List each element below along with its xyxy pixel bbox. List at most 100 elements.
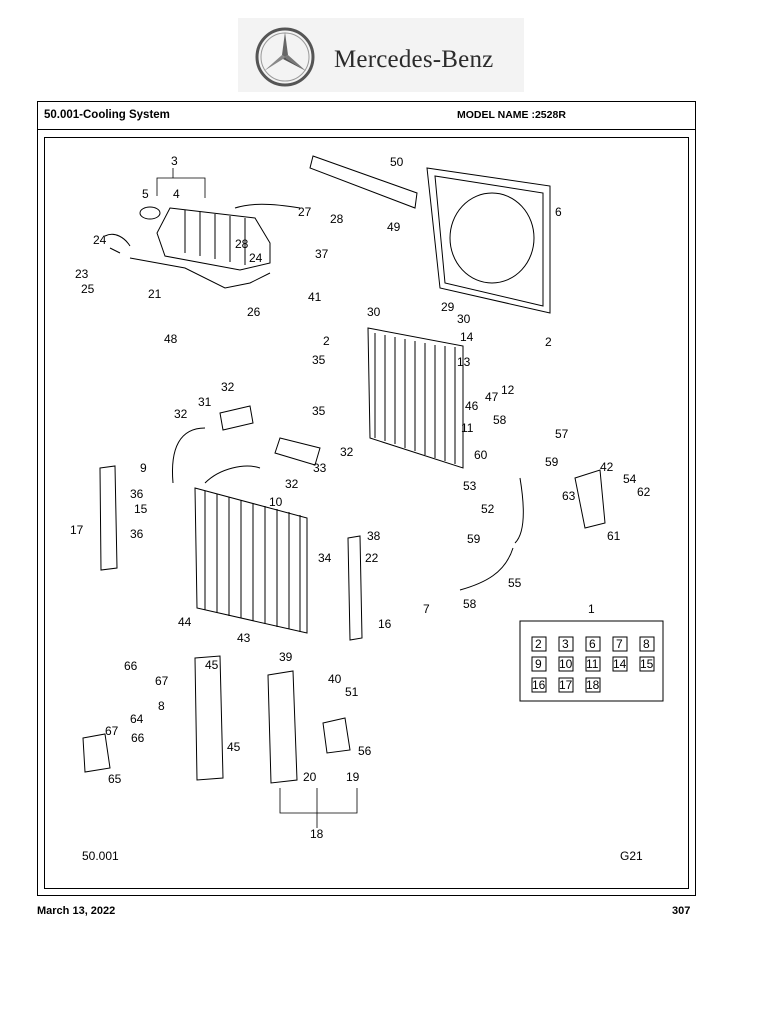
svg-text:15: 15 <box>640 657 654 671</box>
callout: 63 <box>562 489 576 503</box>
svg-text:3: 3 <box>562 637 569 651</box>
hose-33 <box>274 437 321 466</box>
callout: 67 <box>105 724 119 738</box>
callout: 24 <box>93 233 107 247</box>
callout: 60 <box>474 448 488 462</box>
hose-27 <box>234 203 301 209</box>
callout: 5 <box>142 187 149 201</box>
callout: 62 <box>637 485 651 499</box>
catalog-frame: 50.001-Cooling System MODEL NAME :2528R <box>37 101 696 896</box>
callout: 4 <box>173 187 180 201</box>
callout: 12 <box>501 383 515 397</box>
callout: 21 <box>148 287 162 301</box>
callout: 8 <box>158 699 165 713</box>
callout: 26 <box>247 305 261 319</box>
callout: 32 <box>174 407 188 421</box>
svg-text:11: 11 <box>586 657 599 671</box>
bracket-19 <box>322 717 351 754</box>
callout: 37 <box>315 247 329 261</box>
callout: 44 <box>178 615 192 629</box>
svg-text:9: 9 <box>535 657 542 671</box>
callout: 2 <box>323 334 330 348</box>
callout: 54 <box>623 472 637 486</box>
callout: 3 <box>171 154 178 168</box>
callout: 56 <box>358 744 372 758</box>
svg-text:8: 8 <box>643 637 650 651</box>
bracket-45-left <box>194 655 224 781</box>
callout: 9 <box>140 461 147 475</box>
callout: 1 <box>588 602 595 616</box>
bracket-50 <box>309 155 418 209</box>
callout: 67 <box>155 674 169 688</box>
callout: 35 <box>312 353 326 367</box>
radiator-core <box>367 327 464 469</box>
callout: 52 <box>481 502 495 516</box>
callout: 33 <box>313 461 327 475</box>
callout: 66 <box>124 659 138 673</box>
bracket-16 <box>347 535 363 641</box>
callout: 16 <box>378 617 392 631</box>
callout: 64 <box>130 712 144 726</box>
callout: 32 <box>221 380 235 394</box>
svg-text:7: 7 <box>616 637 623 651</box>
callout: 66 <box>131 731 145 745</box>
callout: 13 <box>457 355 471 369</box>
svg-text:14: 14 <box>613 657 627 671</box>
callout: 28 <box>330 212 344 226</box>
callout: 31 <box>198 395 212 409</box>
callout: 57 <box>555 427 569 441</box>
callout: 17 <box>70 523 84 537</box>
callout: 59 <box>467 532 481 546</box>
callout: 45 <box>205 658 219 672</box>
callout: 49 <box>387 220 401 234</box>
callout: 30 <box>367 305 381 319</box>
catalog-header: 50.001-Cooling System MODEL NAME :2528R <box>38 102 695 130</box>
callout: 10 <box>269 495 283 509</box>
callout: 11 <box>461 421 474 435</box>
callout: 47 <box>485 390 499 404</box>
callout: 45 <box>227 740 241 754</box>
figure-reference: 50.001 <box>82 849 119 863</box>
hose-55 <box>459 547 514 591</box>
hose-21 <box>129 257 271 289</box>
callout: 38 <box>367 529 381 543</box>
svg-text:10: 10 <box>559 657 573 671</box>
brand-wordmark: Mercedes-Benz <box>334 46 494 73</box>
bracket-42 <box>574 469 606 529</box>
callout: 28 <box>235 237 249 251</box>
footer-date: March 13, 2022 <box>37 905 116 917</box>
callout: 58 <box>493 413 507 427</box>
callout: 36 <box>130 487 144 501</box>
brand-logo: Mercedes-Benz <box>238 18 524 92</box>
callout: 27 <box>298 205 312 219</box>
callout: 24 <box>249 251 263 265</box>
svg-text:18: 18 <box>586 678 600 692</box>
kit-grid <box>519 620 664 702</box>
callout: 2 <box>545 335 552 349</box>
callout: 59 <box>545 455 559 469</box>
callout: 14 <box>460 330 474 344</box>
svg-text:16: 16 <box>532 678 546 692</box>
model-name: MODEL NAME :2528R <box>457 109 566 121</box>
callout: 51 <box>345 685 359 699</box>
callout: 39 <box>279 650 293 664</box>
callout: 18 <box>310 827 324 841</box>
callout: 55 <box>508 576 522 590</box>
pipe-9 <box>171 427 206 484</box>
callout: 7 <box>423 602 430 616</box>
fan-shroud <box>426 167 551 314</box>
callout: 34 <box>318 551 332 565</box>
callout: 23 <box>75 267 89 281</box>
svg-text:17: 17 <box>559 678 573 692</box>
section-title: 50.001-Cooling System <box>44 109 170 121</box>
pipe-52 <box>514 477 524 544</box>
callout: 53 <box>463 479 477 493</box>
callout: 42 <box>600 460 614 474</box>
bracket-17 <box>99 465 118 571</box>
callout: 32 <box>285 477 299 491</box>
expansion-tank <box>104 206 271 271</box>
callout: 58 <box>463 597 477 611</box>
callout: 65 <box>108 772 122 786</box>
callout: 6 <box>555 205 562 219</box>
callout: 29 <box>441 300 455 314</box>
